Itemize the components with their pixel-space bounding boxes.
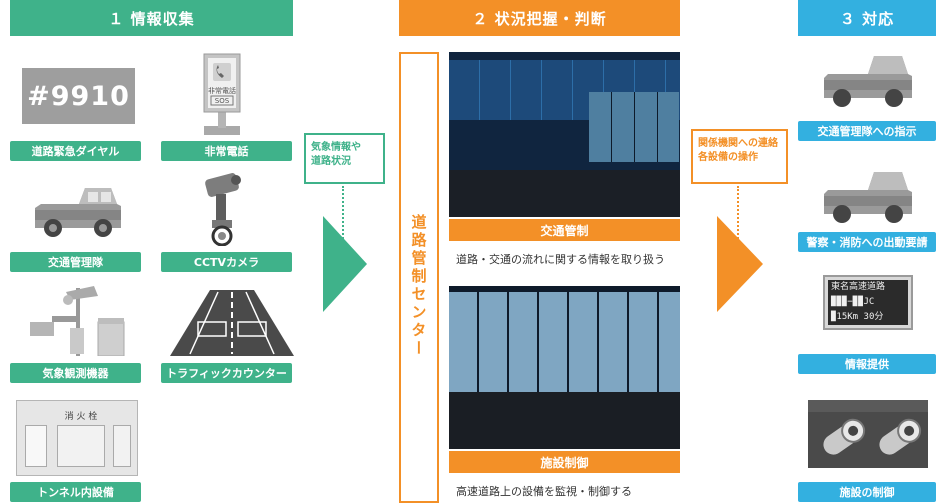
vms-dist: 15Km [836,312,859,322]
facility-control-photo [449,286,680,449]
label-tunnel: トンネル内設備 [10,482,141,502]
tunnel-panel-right [113,425,131,467]
green-connector [342,186,344,262]
vms-jc: JC [863,297,875,307]
control-center-title: 道路管制センター [409,214,428,358]
tunnel-panel-mid [57,425,105,467]
jet-fan-icon [808,400,928,468]
vms-road: 東名高速道路 [831,282,886,292]
arrow-right-orange-icon [717,216,763,316]
label-instruct-patrol: 交通管理隊への指示 [798,121,936,141]
arrow-right-green-icon [323,216,367,316]
tunnel-panel-left [25,425,47,467]
label-emergency-dial: 道路緊急ダイヤル [10,141,141,161]
dial-badge: #9910 [22,68,135,124]
emergency-phone-icon: 非常電話 SOS [198,52,248,136]
header-information-collection: １ 情報収集 [10,0,293,36]
traffic-control-photo [449,52,680,217]
header-situation-judgement: ２ 状況把握・判断 [399,0,680,36]
patrol-car-dispatch-icon [822,168,914,228]
facility-wall [449,292,680,392]
label-dispatch-request: 警察・消防への出動要請 [798,232,936,252]
tunnel-sign: 消 火 栓 [64,411,98,422]
cctv-camera-icon [198,168,246,247]
label-weather: 気象観測機器 [10,363,141,383]
note-contact-operation: 関係機関への連絡 各設備の操作 [691,129,788,184]
label-traffic-control: 交通管制 [449,219,680,241]
label-cctv: CCTVカメラ [161,252,292,272]
facility-desk [449,392,680,449]
control-center-box: 道路管制センター [399,52,439,503]
note-weather-road: 気象情報や 道路状況 [304,133,385,184]
phone-sign: 非常電話 [208,86,236,95]
tunnel-equipment-icon: 消 火 栓 [16,400,138,476]
desk-area [449,170,680,217]
patrol-car-instruct-icon [822,52,914,112]
phone-sos: SOS [215,97,230,105]
label-facility-control-response: 施設の制御 [798,482,936,502]
vms-time: 30分 [863,312,884,322]
desc-facility-control: 高速道路上の設備を監視・制御する [456,485,632,498]
header-response: ３ 対応 [798,0,936,36]
traffic-counter-icon [170,290,294,356]
desc-traffic-control: 道路・交通の流れに関する情報を取り扱う [456,253,665,266]
patrol-car-icon [33,184,123,242]
vms-sign-icon: 東名高速道路 ▉▉▉−▉▉JC ▉15Km 30分 [823,275,913,330]
weather-station-icon [28,282,126,357]
orange-connector [737,186,739,262]
label-info-provision: 情報提供 [798,354,936,374]
video-wall-cams [589,92,679,162]
label-patrol: 交通管理隊 [10,252,141,272]
label-facility-control: 施設制御 [449,451,680,473]
label-emergency-phone: 非常電話 [161,141,292,161]
label-traffic-counter: トラフィックカウンター [161,363,292,383]
